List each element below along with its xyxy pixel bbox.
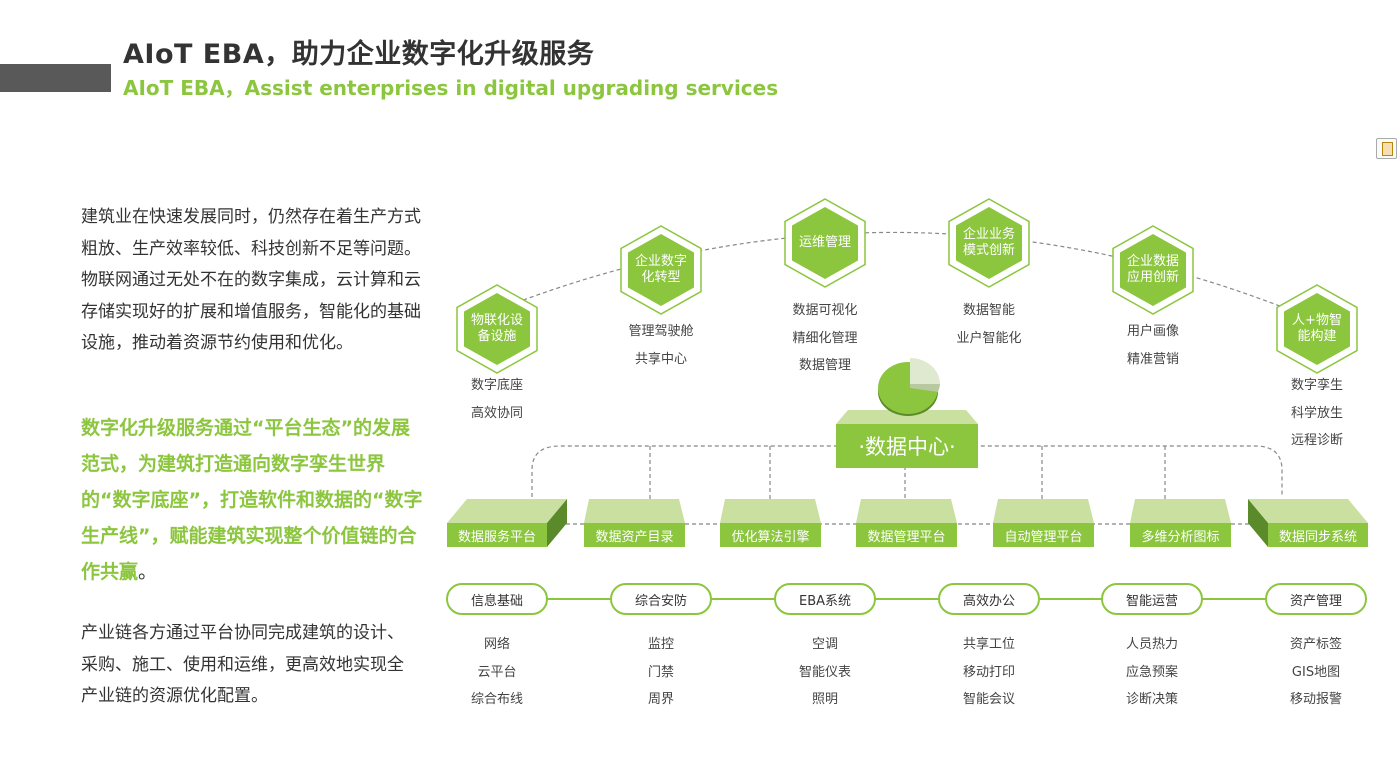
data-center-cube — [836, 410, 978, 468]
hexagon-item: 数据管理 — [798, 358, 851, 373]
header-accent-bar — [0, 64, 111, 92]
hexagon-item: 精准营销 — [1126, 351, 1179, 367]
system-pill: 资产管理 — [1265, 583, 1367, 615]
platform-block — [584, 499, 685, 547]
system-item: 综合布线 — [470, 692, 523, 707]
platform-label: 优化算法引擎 — [731, 529, 810, 545]
hexagon-item: 科学放生 — [1290, 405, 1343, 421]
system-item: 资产标签 — [1289, 637, 1342, 652]
system-item: 云平台 — [477, 664, 517, 680]
platform-block — [720, 499, 821, 547]
platform-label: 数据服务平台 — [457, 529, 536, 545]
system-pill: 综合安防 — [610, 583, 712, 615]
pie-chart-icon — [878, 358, 940, 416]
system-pill: 智能运营 — [1101, 583, 1203, 615]
hexagon-item: 管理驾驶舱 — [628, 324, 694, 339]
hexagon-node: 物联化设备设施 — [456, 284, 538, 374]
system-item: 人员热力 — [1125, 637, 1178, 652]
system-item: 诊断决策 — [1125, 692, 1178, 707]
page-title: AIoT EBA，助力企业数字化升级服务 — [123, 39, 595, 70]
system-pill: EBA系统 — [774, 583, 876, 615]
platform-label: 数据同步系统 — [1278, 529, 1357, 545]
hexagon-item: 数据可视化 — [792, 303, 858, 318]
system-item: 空调 — [811, 637, 838, 652]
hexagon-item: 远程诊断 — [1290, 433, 1343, 448]
system-item: 门禁 — [647, 664, 674, 680]
hexagon-label: 企业数据应用创新 — [1126, 254, 1179, 285]
hexagon-label: 企业数字化转型 — [634, 254, 687, 285]
hexagon-item-list: 管理驾驶舱共享中心 — [601, 318, 721, 373]
hexagon-node: 企业业务模式创新 — [948, 198, 1030, 288]
system-item-list: 资产标签 GIS地图移动报警 — [1261, 631, 1371, 714]
system-item: 照明 — [811, 692, 838, 707]
hexagon-item: 数字底座 — [470, 378, 523, 393]
system-item: 应急预案 — [1125, 664, 1178, 680]
hexagon-label: 人+物智能构建 — [1292, 313, 1342, 344]
hexagon-item-list: 数据智能业户智能化 — [929, 297, 1049, 352]
platform-label: 多维分析图标 — [1141, 529, 1220, 545]
data-center-label: ·数据中心· — [858, 435, 956, 459]
hexagon-item: 高效协同 — [470, 405, 523, 421]
system-item: 智能仪表 — [798, 664, 851, 680]
system-item: 移动打印 — [962, 664, 1015, 680]
hexagon-item: 用户画像 — [1126, 324, 1179, 339]
system-item: 周界 — [647, 692, 674, 707]
hexagon-item-list: 用户画像精准营销 — [1093, 318, 1213, 373]
hexagon-item-list: 数字孪生科学放生远程诊断 — [1257, 372, 1377, 455]
hexagon-item: 数据智能 — [962, 303, 1015, 318]
page-subtitle: AIoT EBA，Assist enterprises in digital u… — [123, 76, 779, 100]
platform-label: 数据资产目录 — [595, 529, 674, 545]
hexagon-item-list: 数字底座高效协同 — [437, 372, 557, 427]
hexagon-node: 人+物智能构建 — [1276, 284, 1358, 374]
hexagon-node: 运维管理 — [784, 198, 866, 288]
hexagon-node: 企业数字化转型 — [620, 225, 702, 315]
platform-block — [993, 499, 1094, 547]
system-item: 移动报警 — [1289, 692, 1342, 707]
hexagon-node: 企业数据应用创新 — [1112, 225, 1194, 315]
hexagon-label: 物联化设备设施 — [470, 313, 523, 344]
platform-block — [1248, 499, 1368, 547]
system-item-list: 监控门禁周界 — [606, 631, 716, 714]
hexagon-item: 精细化管理 — [792, 330, 858, 346]
platform-block — [447, 499, 567, 547]
hexagon-label: 企业业务模式创新 — [962, 227, 1015, 258]
platform-label: 自动管理平台 — [1004, 529, 1083, 545]
intro-paragraph: 建筑业在快速发展同时，仍然存在着生产方式粗放、生产效率较低、科技创新不足等问题。… — [81, 207, 421, 353]
system-item-list: 空调智能仪表照明 — [770, 631, 880, 714]
highlight-text: 数字化升级服务通过“平台生态”的发展范式，为建筑打造通向数字孪生世界的“数字底座… — [81, 417, 423, 583]
system-item-list: 人员热力应急预案诊断决策 — [1097, 631, 1207, 714]
hexagon-item-list: 数据可视化精细化管理数据管理 — [765, 297, 885, 380]
system-item: GIS地图 — [1291, 664, 1341, 680]
platform-block — [1130, 499, 1231, 547]
system-item: 智能会议 — [962, 692, 1015, 707]
summary-paragraph: 产业链各方通过平台协同完成建筑的设计、采购、施工、使用和运维，更高效地实现全产业… — [81, 623, 404, 706]
system-item: 共享工位 — [962, 637, 1015, 652]
system-item-list: 网络云平台综合布线 — [442, 631, 552, 714]
highlight-end: 。 — [138, 561, 158, 583]
hexagon-item: 共享中心 — [634, 351, 687, 367]
hexagon-item: 业户智能化 — [956, 330, 1022, 346]
system-item-list: 共享工位移动打印智能会议 — [934, 631, 1044, 714]
hexagon-label: 运维管理 — [798, 235, 851, 250]
system-pill: 高效办公 — [938, 583, 1040, 615]
highlight-paragraph: 数字化升级服务通过“平台生态”的发展范式，为建筑打造通向数字孪生世界的“数字底座… — [81, 410, 426, 590]
system-item: 网络 — [483, 637, 510, 652]
hexagon-item: 数字孪生 — [1290, 378, 1343, 393]
platform-block — [856, 499, 957, 547]
system-item: 监控 — [647, 637, 674, 652]
system-pill: 信息基础 — [446, 583, 548, 615]
platform-label: 数据管理平台 — [867, 529, 946, 545]
